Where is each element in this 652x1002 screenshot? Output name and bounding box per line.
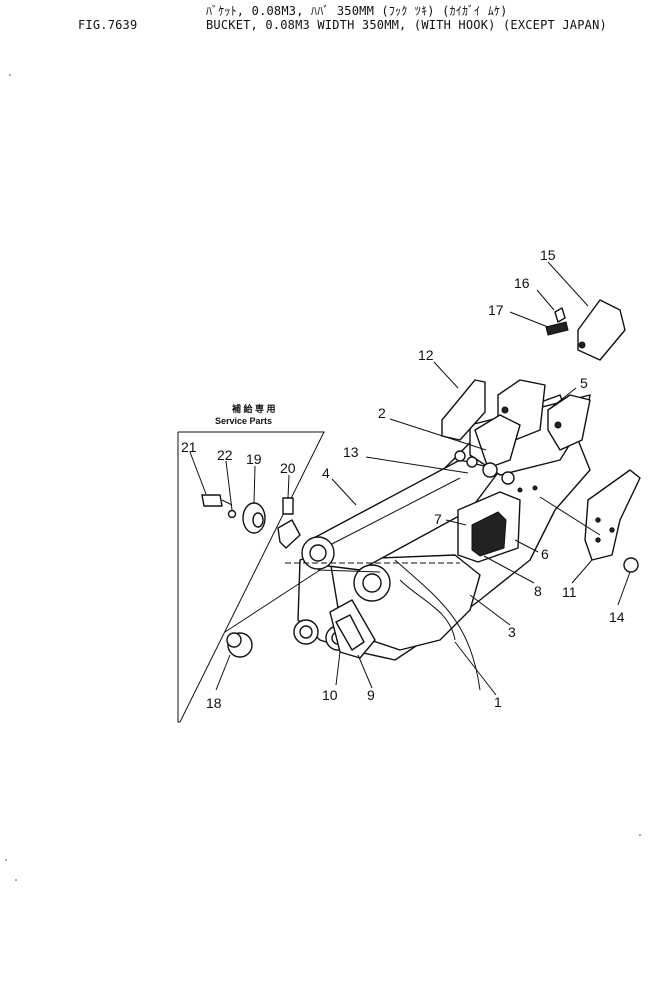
- callout-22: 22: [217, 447, 233, 463]
- callout-6: 6: [541, 546, 549, 562]
- callout-9: 9: [367, 687, 375, 703]
- callout-numbers: 15 16 17 12 5 2 13 4 7 6 8 11 3 14 1 10 …: [181, 247, 625, 711]
- callout-11: 11: [562, 584, 577, 600]
- callout-14: 14: [609, 609, 625, 625]
- callout-18: 18: [206, 695, 222, 711]
- callout-7: 7: [434, 511, 442, 527]
- nut-14: [623, 557, 639, 573]
- figure-number: FIG.7639: [78, 18, 138, 32]
- callout-21: 21: [181, 439, 197, 455]
- callout-15: 15: [540, 247, 556, 263]
- leader-lines: [189, 261, 631, 696]
- callout-16: 16: [514, 275, 530, 291]
- wear-plates: [457, 491, 521, 563]
- callout-19: 19: [246, 451, 262, 467]
- scan-specks: [5, 74, 641, 881]
- callout-3: 3: [508, 624, 516, 640]
- service-parts-label-en: Service Parts: [215, 416, 272, 426]
- callout-4: 4: [322, 465, 330, 481]
- lock-17: [545, 321, 569, 336]
- service-parts-label-jp: 補 給 専 用: [231, 403, 276, 414]
- callout-8: 8: [534, 583, 542, 599]
- callout-12: 12: [418, 347, 434, 363]
- pin-16: [554, 307, 566, 323]
- callout-2: 2: [378, 405, 386, 421]
- callout-13: 13: [343, 444, 359, 460]
- callout-5: 5: [580, 375, 588, 391]
- hook-bracket: [329, 599, 376, 659]
- service-parts-contents: [201, 494, 301, 658]
- cutting-edge-teeth: [469, 379, 591, 476]
- callout-20: 20: [280, 460, 296, 476]
- callout-10: 10: [322, 687, 338, 703]
- side-cutter: [584, 469, 641, 561]
- service-parts-box: 補 給 専 用 Service Parts: [177, 403, 325, 723]
- tooth-15: [577, 299, 626, 361]
- title-english: BUCKET, 0.08M3 WIDTH 350MM, (WITH HOOK) …: [206, 18, 607, 32]
- callout-17: 17: [488, 302, 504, 318]
- title-japanese: ﾊﾞｹｯﾄ, 0.08M3, ﾊﾊﾞ 350MM (ﾌｯｸ ﾂｷ) (ｶｲｶﾞｲ…: [206, 4, 508, 18]
- bolts-13: [454, 450, 538, 493]
- callout-1: 1: [494, 694, 502, 710]
